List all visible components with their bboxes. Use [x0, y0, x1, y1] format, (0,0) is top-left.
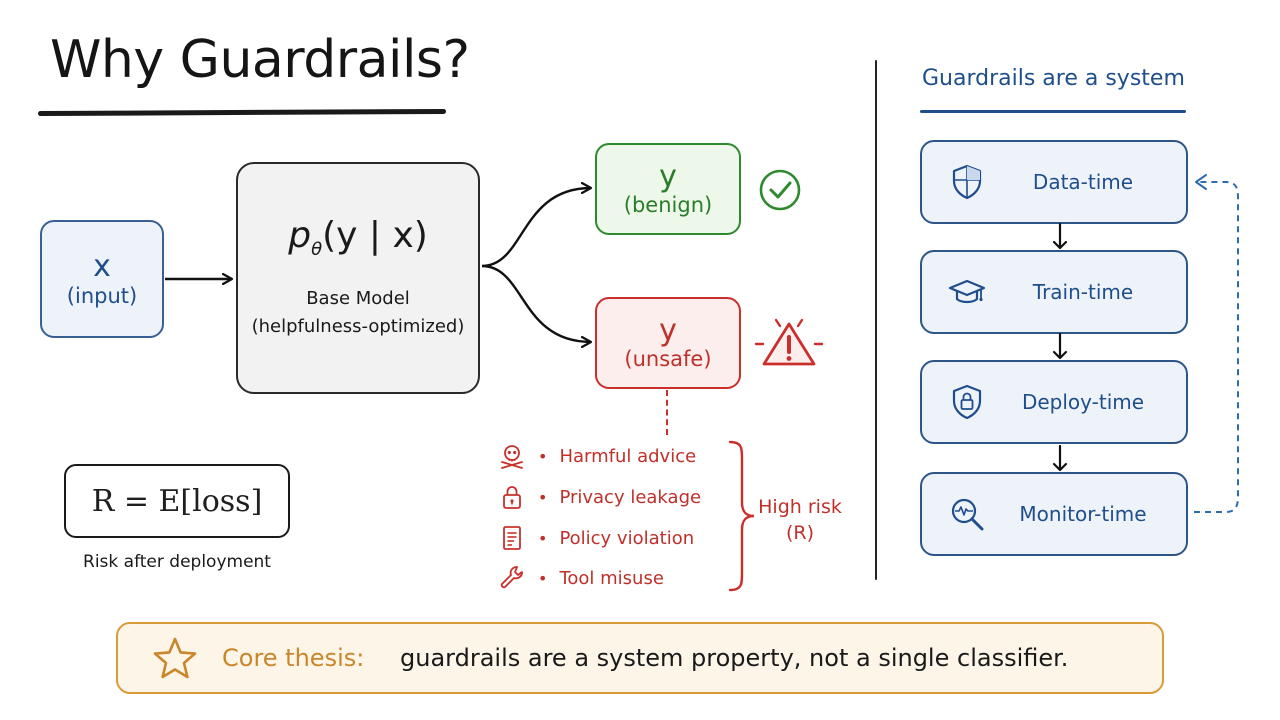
page-title: Why Guardrails?: [50, 30, 470, 90]
stage-label: Deploy-time: [1021, 390, 1145, 414]
benign-symbol: y: [659, 159, 677, 194]
wrench-icon: [500, 566, 523, 589]
high-risk-summary: High risk (R): [752, 494, 848, 546]
stage-label: Monitor-time: [1019, 502, 1147, 526]
thesis-label: Core thesis:: [222, 644, 365, 672]
stage-train-time: Train-time: [920, 250, 1188, 334]
risk-item: • Tool misuse: [498, 564, 664, 592]
formula-p: p: [288, 215, 312, 257]
bullet: •: [538, 487, 548, 507]
formula-theta: θ: [311, 239, 323, 261]
risk-label: Policy violation: [559, 527, 695, 549]
model-description: (helpfulness-optimized): [251, 315, 465, 337]
unsafe-to-risks-connector: [666, 390, 668, 435]
stage-label: Data-time: [1032, 170, 1134, 194]
vertical-divider: [875, 60, 877, 580]
skull-icon: [501, 445, 523, 469]
risk-formula: R = E[loss]: [91, 483, 263, 519]
model-to-unsafe-arrow: [481, 264, 591, 342]
side-panel-underline: [920, 110, 1186, 113]
input-label: (input): [66, 284, 138, 308]
stage-deploy-time: Deploy-time: [920, 360, 1188, 444]
unsafe-output-box: y (unsafe): [595, 297, 741, 389]
bullet: •: [538, 528, 548, 548]
risk-formula-box: R = E[loss]: [64, 464, 290, 538]
shield-lock-icon: [952, 384, 982, 420]
core-thesis-banner: Core thesis: guardrails are a system pro…: [116, 622, 1164, 694]
input-box: x (input): [40, 220, 164, 338]
model-to-benign-arrow: [481, 188, 591, 268]
base-model-box: pθ(y | x) Base Model (helpfulness-optimi…: [236, 162, 480, 394]
graduation-cap-icon: [948, 279, 986, 304]
risk-item: • Harmful advice: [498, 442, 696, 470]
model-formula: pθ(y | x): [288, 215, 428, 260]
input-symbol: x: [93, 249, 111, 284]
warning-icon: [754, 318, 824, 366]
risk-item: • Policy violation: [498, 524, 694, 552]
shield-icon: [952, 164, 982, 200]
title-underline: [37, 108, 447, 117]
risk-label: Tool misuse: [559, 567, 664, 589]
stage-data-time: Data-time: [920, 140, 1188, 224]
bullet: •: [538, 446, 548, 466]
stage-flow-arrows: [1052, 222, 1068, 472]
high-risk-symbol: (R): [785, 522, 815, 544]
formula-rest: (y | x): [322, 215, 428, 257]
risk-label: Harmful advice: [559, 445, 697, 467]
star-icon: [153, 637, 197, 679]
stage-monitor-time: Monitor-time: [920, 472, 1188, 556]
model-name: Base Model: [306, 287, 410, 309]
unsafe-label: (unsafe): [624, 347, 712, 371]
document-icon: [503, 526, 521, 550]
side-panel-title: Guardrails are a system: [922, 66, 1185, 91]
lock-icon: [503, 486, 521, 509]
bullet: •: [538, 568, 548, 588]
benign-label: (benign): [623, 193, 713, 217]
unsafe-symbol: y: [659, 313, 677, 348]
risk-label: Privacy leakage: [559, 486, 702, 508]
feedback-loop-arrow: [1194, 174, 1239, 513]
high-risk-label: High risk: [758, 496, 842, 518]
magnifier-pulse-icon: [951, 498, 984, 531]
benign-output-box: y (benign): [595, 143, 741, 235]
check-circle-icon: [759, 169, 801, 211]
risk-item: • Privacy leakage: [498, 483, 701, 511]
thesis-text: guardrails are a system property, not a …: [400, 644, 1069, 672]
stage-label: Train-time: [1032, 280, 1134, 304]
risk-formula-caption: Risk after deployment: [83, 552, 271, 572]
risk-brace: [728, 440, 755, 592]
